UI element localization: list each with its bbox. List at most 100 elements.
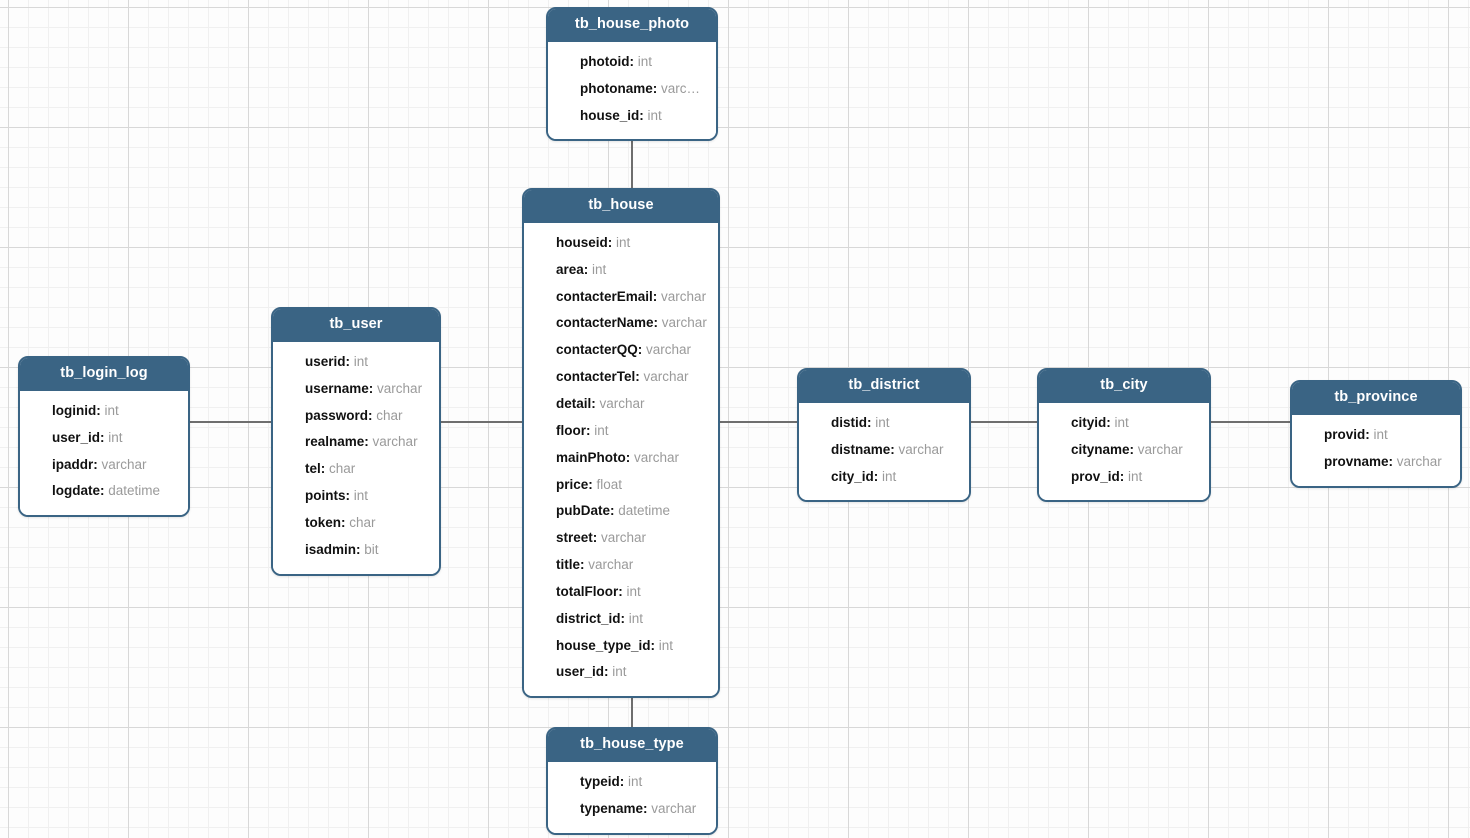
field-name: userid bbox=[305, 353, 346, 369]
field-row[interactable]: district_id: int bbox=[524, 606, 718, 633]
field-row[interactable]: isadmin: bit bbox=[273, 537, 439, 564]
field-type: int bbox=[353, 353, 369, 369]
field-row[interactable]: pubDate: datetime bbox=[524, 498, 718, 525]
field-name: contacterName bbox=[556, 315, 654, 331]
field-type: int bbox=[1373, 426, 1388, 442]
field-row[interactable]: contacterTel: varchar bbox=[524, 364, 718, 391]
field-row[interactable]: mainPhoto: varchar bbox=[524, 445, 718, 472]
connector-city-to-province[interactable] bbox=[1209, 421, 1291, 423]
field-separator: : bbox=[588, 476, 597, 492]
field-type: varchar bbox=[898, 441, 944, 457]
field-row[interactable]: contacterQQ: varchar bbox=[524, 337, 718, 364]
field-row[interactable]: prov_id: int bbox=[1039, 464, 1209, 491]
field-type: varchar bbox=[661, 315, 707, 331]
field-row[interactable]: cityid: int bbox=[1039, 410, 1209, 437]
field-row[interactable]: typeid: int bbox=[548, 769, 716, 796]
field-row[interactable]: contacterName: varchar bbox=[524, 310, 718, 337]
field-name: mainPhoto bbox=[556, 449, 626, 465]
field-separator: : bbox=[345, 488, 354, 504]
field-row[interactable]: floor: int bbox=[524, 418, 718, 445]
field-name: isadmin bbox=[305, 541, 357, 557]
field-row[interactable]: area: int bbox=[524, 257, 718, 284]
field-row[interactable]: password: char bbox=[273, 403, 439, 430]
field-name: username bbox=[305, 380, 369, 396]
field-row[interactable]: distname: varchar bbox=[799, 437, 969, 464]
field-row[interactable]: userid: int bbox=[273, 349, 439, 376]
field-row[interactable]: typename: varchar bbox=[548, 796, 716, 823]
field-name: distname bbox=[831, 441, 891, 457]
field-name: street bbox=[556, 530, 593, 546]
field-type: char bbox=[349, 515, 376, 530]
table-title-tb_login_log: tb_login_log bbox=[20, 358, 188, 391]
field-name: photoname bbox=[580, 80, 653, 96]
field-row[interactable]: detail: varchar bbox=[524, 391, 718, 418]
field-row[interactable]: provname: varchar bbox=[1292, 449, 1460, 476]
field-type: varchar bbox=[643, 369, 689, 385]
field-type: varc… bbox=[661, 80, 701, 96]
field-row[interactable]: photoid: int bbox=[548, 49, 716, 76]
connector-house-photo-to-house[interactable] bbox=[631, 130, 633, 188]
field-name: detail bbox=[556, 396, 592, 411]
field-type: varchar bbox=[646, 342, 692, 358]
field-row[interactable]: price: float bbox=[524, 472, 718, 499]
field-separator: : bbox=[873, 468, 883, 484]
field-row[interactable]: realname: varchar bbox=[273, 429, 439, 456]
field-type: int bbox=[626, 583, 641, 599]
field-row[interactable]: user_id: int bbox=[524, 659, 718, 686]
field-row[interactable]: distid: int bbox=[799, 410, 969, 437]
field-row[interactable]: points: int bbox=[273, 483, 439, 510]
field-row[interactable]: photoname: varc… bbox=[548, 76, 716, 103]
field-row[interactable]: user_id: int bbox=[20, 425, 188, 452]
field-row[interactable]: house_id: int bbox=[548, 103, 716, 130]
field-row[interactable]: loginid: int bbox=[20, 398, 188, 425]
table-title-tb_district: tb_district bbox=[799, 370, 969, 403]
field-type: float bbox=[596, 476, 623, 492]
field-row[interactable]: ipaddr: varchar bbox=[20, 452, 188, 479]
field-row[interactable]: houseid: int bbox=[524, 230, 718, 257]
field-row[interactable]: title: varchar bbox=[524, 552, 718, 579]
connector-user-to-house[interactable] bbox=[440, 421, 523, 423]
field-separator: : bbox=[637, 342, 647, 358]
field-row[interactable]: street: varchar bbox=[524, 525, 718, 552]
field-row[interactable]: tel: char bbox=[273, 456, 439, 483]
field-row[interactable]: token: char bbox=[273, 510, 439, 537]
connector-house-to-district[interactable] bbox=[719, 421, 798, 423]
field-separator: : bbox=[890, 441, 899, 457]
field-name: cityid bbox=[1071, 414, 1107, 430]
field-row[interactable]: cityname: varchar bbox=[1039, 437, 1209, 464]
field-type: varchar bbox=[661, 288, 707, 304]
field-separator: : bbox=[1106, 414, 1115, 430]
field-row[interactable]: provid: int bbox=[1292, 422, 1460, 449]
field-row[interactable]: logdate: datetime bbox=[20, 478, 188, 505]
field-name: contacterQQ bbox=[556, 342, 638, 358]
field-type: int bbox=[637, 53, 652, 69]
field-row[interactable]: city_id: int bbox=[799, 464, 969, 491]
field-row[interactable]: contacterEmail: varchar bbox=[524, 284, 718, 311]
field-type: varchar bbox=[1396, 453, 1442, 469]
field-type: int bbox=[1128, 468, 1143, 484]
field-separator: : bbox=[619, 773, 629, 789]
field-separator: : bbox=[652, 288, 662, 304]
field-name: provid bbox=[1324, 426, 1366, 442]
field-name: pubDate bbox=[556, 503, 610, 519]
field-name: tel bbox=[305, 461, 321, 477]
field-name: distid bbox=[831, 414, 867, 430]
field-name: contacterEmail bbox=[556, 288, 653, 304]
field-row[interactable]: username: varchar bbox=[273, 376, 439, 403]
field-row[interactable]: house_type_id: int bbox=[524, 633, 718, 660]
field-name: realname bbox=[305, 434, 365, 450]
field-row[interactable]: totalFloor: int bbox=[524, 579, 718, 606]
connector-login-log-to-user[interactable] bbox=[189, 421, 272, 423]
connector-district-to-city[interactable] bbox=[969, 421, 1038, 423]
